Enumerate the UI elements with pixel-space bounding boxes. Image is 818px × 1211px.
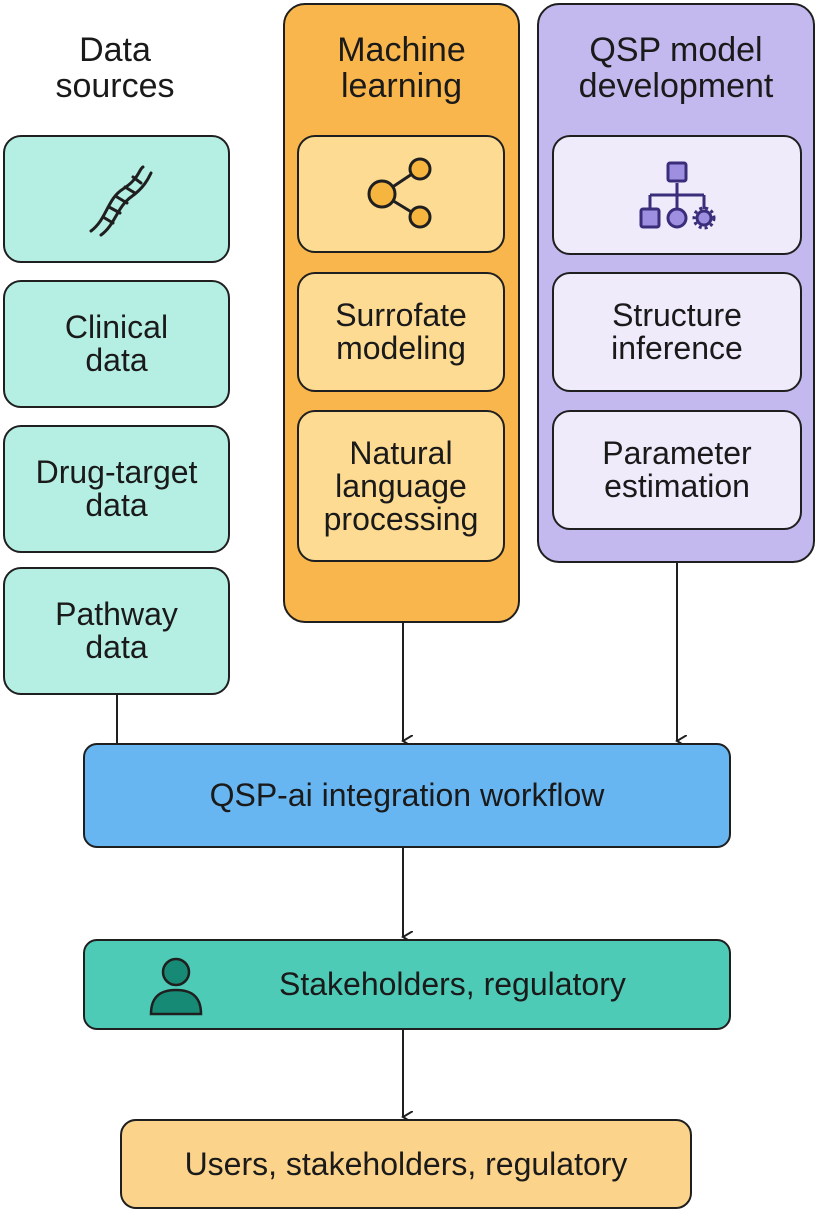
nlp-box: Natural language processing	[297, 410, 505, 562]
user-icon	[149, 957, 203, 1015]
dna-icon-box	[3, 135, 230, 263]
hierarchy-icon	[639, 161, 716, 230]
share-icon-box	[297, 135, 505, 253]
structure-inference-box: Structure inference	[552, 272, 802, 392]
parameter-estimation-box: Parameter estimation	[552, 410, 802, 530]
structure-inference-label: Structure inference	[611, 297, 743, 366]
pathway-data-box: Pathway data	[3, 567, 230, 695]
nlp-label: Natural language processing	[323, 434, 479, 537]
machine-learning-title: Machine learning	[337, 31, 466, 105]
stakeholders-label: Stakeholders, regulatory	[279, 966, 626, 1002]
pathway-data-label: Pathway data	[55, 596, 178, 665]
surrogate-modeling-box: Surrofate modeling	[297, 272, 505, 392]
drug-target-data-label: Drug-target data	[35, 454, 198, 523]
clinical-data-label: Clinical data	[64, 309, 169, 378]
parameter-estimation-label: Parameter estimation	[602, 435, 752, 504]
qsp-model-title: QSP model development	[578, 31, 774, 105]
users-box: Users, stakeholders, regulatory	[120, 1119, 692, 1209]
surrogate-modeling-label: Surrofate modeling	[335, 297, 467, 366]
stakeholders-box: Stakeholders, regulatory	[83, 939, 731, 1030]
drug-target-data-box: Drug-target data	[3, 425, 230, 553]
data-sources-title: Data sources	[55, 31, 175, 105]
share-network-icon	[367, 157, 432, 229]
workflow-label: QSP-ai integration workflow	[209, 777, 605, 813]
qsp-ai-workflow-box: QSP-ai integration workflow	[83, 743, 731, 848]
dna-icon	[89, 165, 152, 237]
users-label: Users, stakeholders, regulatory	[184, 1145, 628, 1182]
clinical-data-box: Clinical data	[3, 280, 230, 408]
hierarchy-icon-box	[552, 135, 802, 255]
